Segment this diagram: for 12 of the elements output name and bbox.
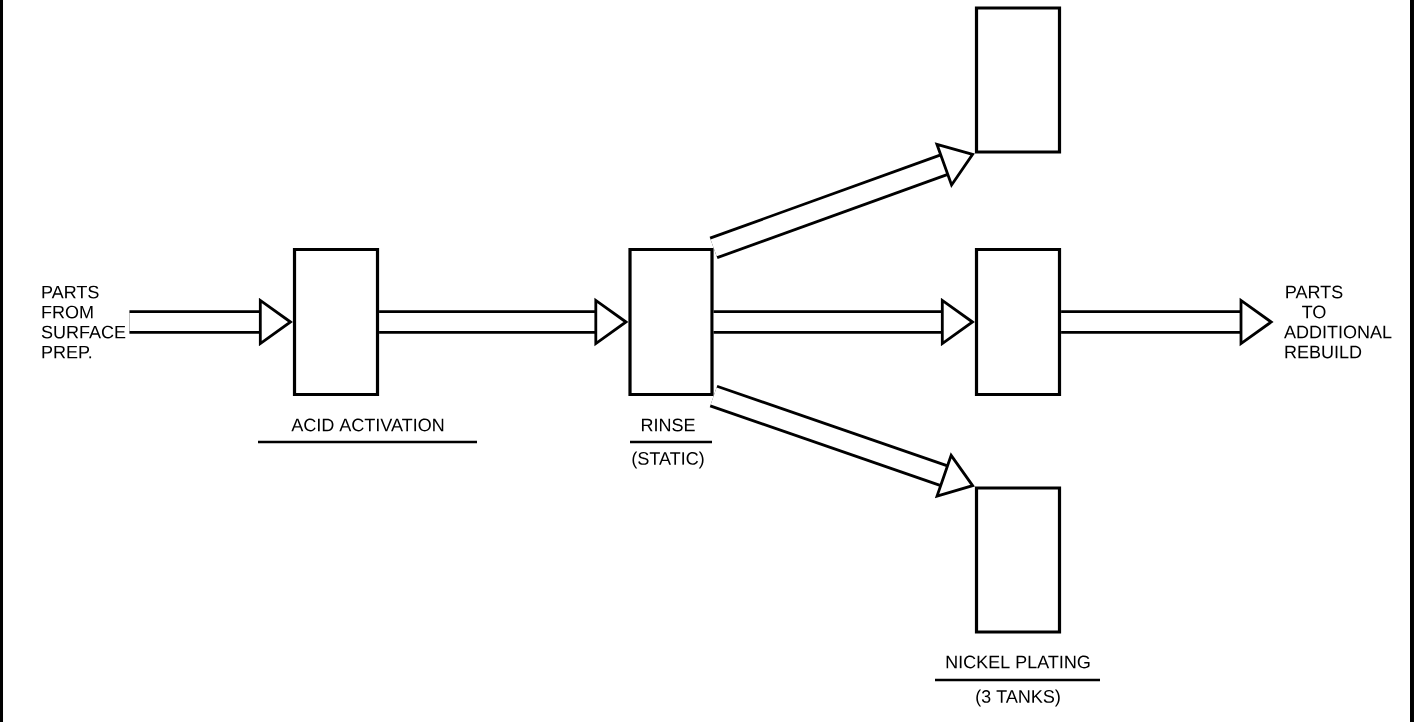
tank-box [974, 486, 1062, 634]
caption: NICKEL PLATING [946, 655, 1090, 669]
tank-box [628, 247, 714, 397]
node-label: RINSE [642, 418, 695, 432]
process-text: PARTS FROM SURFACE PREP. [41, 285, 126, 359]
process-text: PARTS TO ADDITIONAL REBUILD [1284, 285, 1392, 359]
node-label: (STATIC) [632, 451, 704, 469]
tank-box [974, 247, 1062, 397]
tank-box [974, 6, 1062, 154]
node-label: ACID ACTIVATION [291, 418, 444, 432]
caption: (3 TANKS) [976, 689, 1060, 707]
tank-box [292, 247, 380, 397]
